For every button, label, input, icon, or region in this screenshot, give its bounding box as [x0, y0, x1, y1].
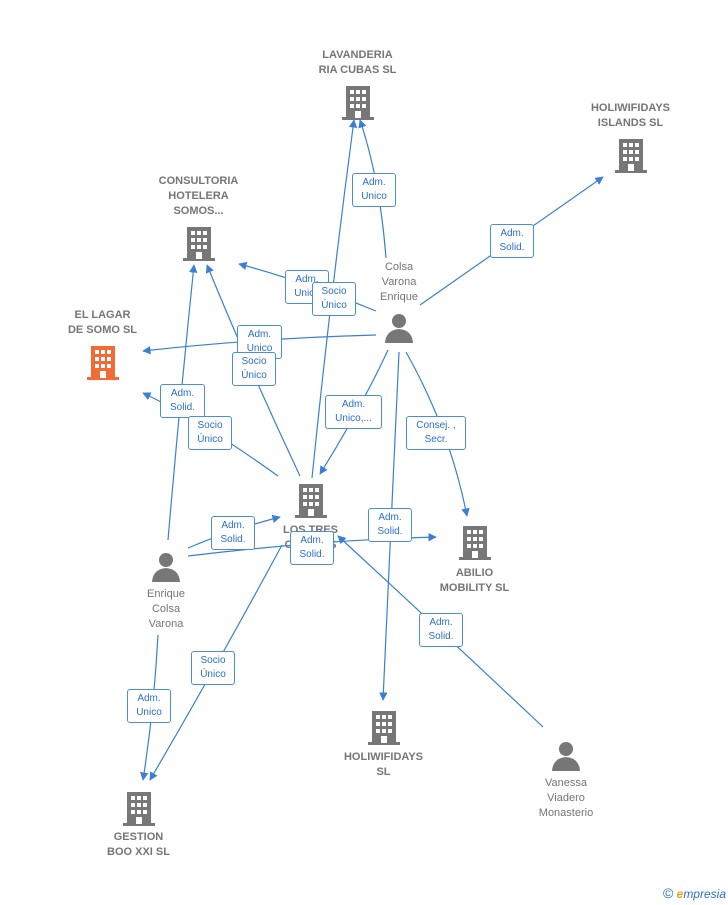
company-name: HOLIWIFIDAYS SL [343, 751, 424, 778]
company-node-el-lagar[interactable]: EL LAGAR DE SOMO SL [50, 308, 155, 380]
person-node-enrique[interactable]: Enrique Colsa Varona [123, 552, 209, 632]
edge-label[interactable]: Adm. Solid. [160, 384, 205, 418]
company-name: EL LAGAR DE SOMO SL [67, 309, 138, 336]
building-icon-highlighted [86, 346, 119, 380]
person-node-vanessa[interactable]: Vanessa Viadero Monasterio [518, 741, 614, 821]
edge-label[interactable]: Adm. Solid. [368, 508, 412, 542]
company-name: CONSULTORIA HOTELERA SOMOS... [158, 175, 239, 217]
company-name: HOLIWIFIDAYS ISLANDS SL [590, 102, 671, 129]
edge-label[interactable]: Adm. Solid. [290, 531, 334, 565]
brand-footer: © empresia [663, 885, 726, 901]
company-name: LAVANDERIA RIA CUBAS SL [318, 49, 397, 76]
building-icon [458, 526, 491, 560]
building-icon [367, 711, 400, 745]
company-node-gestion[interactable]: GESTION BOO XXI SL [86, 790, 191, 860]
brand-logo-e: e [676, 887, 684, 901]
building-icon [182, 227, 215, 261]
person-name: Vanessa Viadero Monasterio [538, 777, 594, 819]
edge-label[interactable]: Socio Único [232, 352, 276, 386]
edge-label[interactable]: Adm. Unico [127, 689, 171, 723]
company-node-abilio[interactable]: ABILIO MOBILITY SL [422, 524, 527, 596]
copyright-icon: © [662, 885, 674, 901]
edge-label[interactable]: Socio Único [188, 416, 232, 450]
person-name: Enrique Colsa Varona [147, 588, 185, 630]
edge-label[interactable]: Socio Único [191, 651, 235, 685]
company-name: GESTION BOO XXI SL [107, 831, 170, 858]
person-name: Colsa Varona Enrique [380, 261, 418, 303]
edge-label[interactable]: Adm. Solid. [490, 224, 534, 258]
building-icon [294, 484, 327, 518]
company-node-consultoria[interactable]: CONSULTORIA HOTELERA SOMOS... [146, 174, 251, 261]
edge-label[interactable]: Adm. Unico [352, 173, 396, 207]
building-icon [341, 86, 374, 120]
edge-label[interactable]: Adm. Solid. [419, 613, 463, 647]
edge-label[interactable]: Adm. Solid. [211, 516, 255, 550]
company-node-holiwifidays-islands[interactable]: HOLIWIFIDAYS ISLANDS SL [578, 101, 683, 173]
person-icon [552, 742, 580, 771]
person-icon [385, 314, 413, 343]
building-icon [122, 792, 155, 826]
company-name: ABILIO MOBILITY SL [439, 567, 510, 594]
person-icon [152, 553, 180, 582]
person-node-colsa[interactable]: Colsa Varona Enrique [356, 260, 442, 343]
edge-label[interactable]: Socio Único [312, 282, 356, 316]
company-node-holiwifidays[interactable]: HOLIWIFIDAYS SL [331, 709, 436, 780]
building-icon [614, 139, 647, 173]
brand-logo-text: mpresia [683, 887, 726, 901]
edge-label[interactable]: Adm. Unico,... [325, 395, 382, 429]
edge-label[interactable]: Consej. , Secr. [406, 416, 466, 450]
company-node-lavanderia[interactable]: LAVANDERIA RIA CUBAS SL [305, 48, 410, 120]
